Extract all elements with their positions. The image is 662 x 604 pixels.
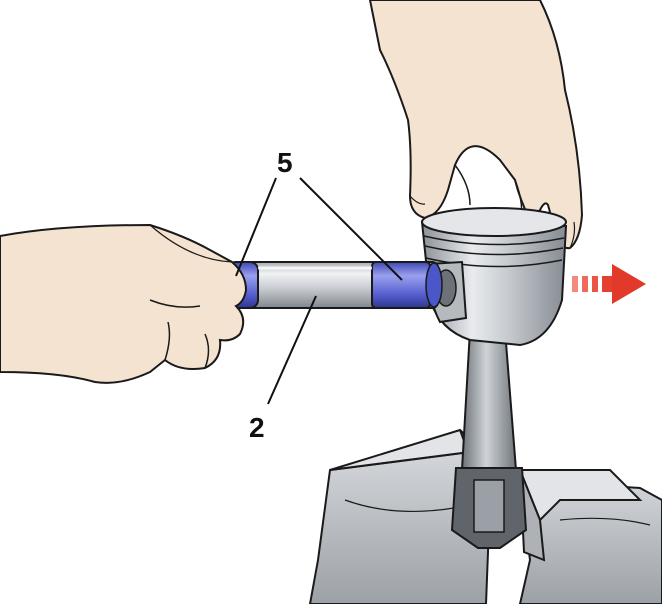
- left-hand-shape: [0, 223, 248, 384]
- piston-ring-2: [424, 245, 564, 256]
- callout-leaders: [235, 177, 403, 405]
- right-hand: [368, 0, 584, 250]
- vise-base-right: [518, 478, 662, 604]
- callout-label-2: 2: [249, 412, 265, 443]
- vise: [308, 428, 662, 604]
- connecting-rod: [450, 329, 528, 549]
- leader-2: [267, 295, 317, 405]
- callout-label-5: 5: [277, 147, 293, 178]
- seal-ring-right: [371, 261, 431, 309]
- left-hand: [0, 223, 248, 384]
- piston: [420, 207, 568, 347]
- leader-5-right: [299, 177, 403, 281]
- piston-ring-1: [423, 235, 565, 246]
- right-hand-shape: [368, 0, 584, 250]
- rod-beam: [460, 329, 518, 471]
- piston-ring-3: [425, 257, 563, 268]
- leader-5-left: [235, 177, 277, 277]
- piston-pin-tool: [227, 261, 443, 309]
- piston-crown: [421, 207, 567, 237]
- right-arrow-icon: [572, 264, 646, 304]
